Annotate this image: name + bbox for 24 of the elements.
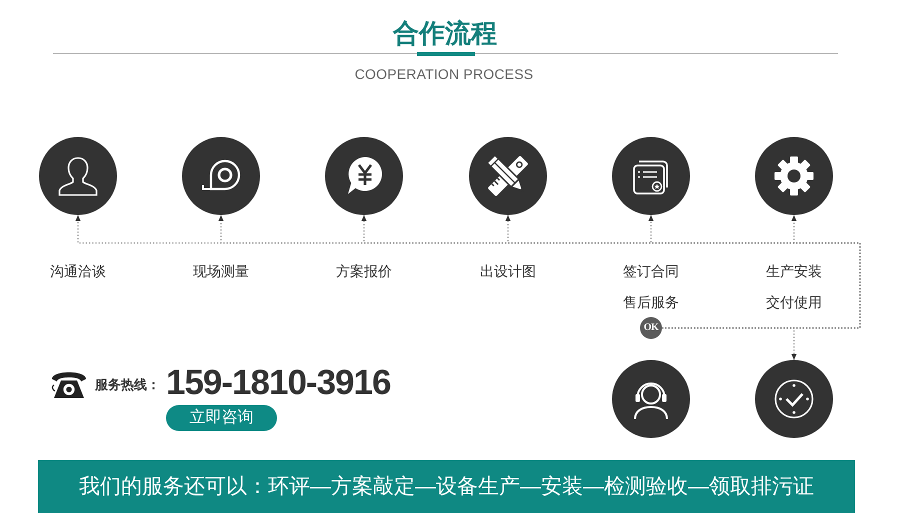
step-label: 现场测量 [193,262,249,280]
step-label: 方案报价 [336,262,392,280]
phone-number: 159-1810-3916 [166,365,390,400]
person-icon [39,137,117,215]
clock-check-icon [755,360,833,438]
step-label: 沟通洽谈 [50,262,106,280]
ruler-pencil-icon [469,137,547,215]
yuan-speech-bubble-icon [325,137,403,215]
hotline-label: 服务热线： [95,377,160,393]
gear-icon [755,137,833,215]
subtitle: COOPERATION PROCESS [354,65,534,83]
title: 合作流程 [393,17,497,49]
status-badge: OK [640,317,662,339]
consult-button: 立即咨询 [166,405,277,431]
step-label: 签订合同 [623,262,679,280]
step-label: 售后服务 [623,293,679,311]
flow-connector [662,327,797,360]
services-banner: 我们的服务还可以：环评—方案敲定—设备生产—安装—检测验收—领取排污证 [38,460,855,513]
step-label: 交付使用 [766,293,822,311]
tape-measure-icon [182,137,260,215]
step-label: 出设计图 [480,262,536,280]
step-label: 生产安装 [766,262,822,280]
headset-user-icon [612,360,690,438]
document-cards-icon [612,137,690,215]
